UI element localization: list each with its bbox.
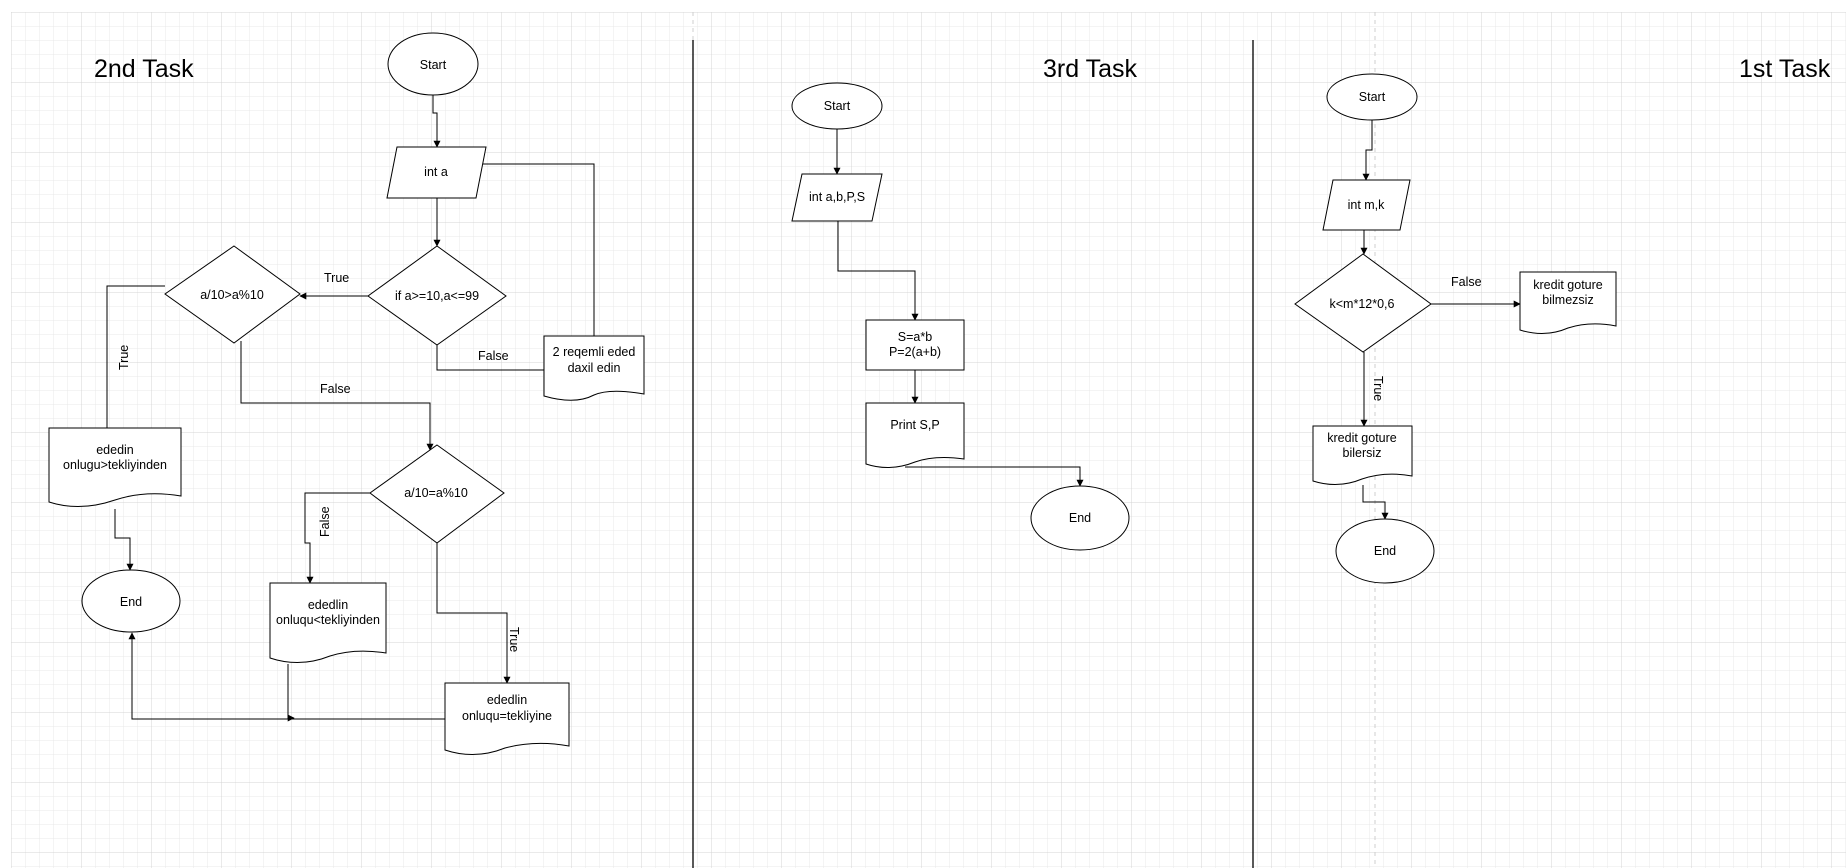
edge-input-to-process [837, 221, 919, 321]
task-1-doc-false-label-line2: bilmezsiz [1542, 293, 1593, 307]
edge-start-to-input [432, 95, 441, 148]
task-2-doc-gt-label-line1: ededin [96, 443, 134, 457]
task-2-doc-lt-label-line1: ededlin [308, 598, 348, 612]
task-3-end-node [1030, 485, 1130, 551]
task-2-doc-eq-label-line1: ededlin [487, 693, 527, 707]
task-2-edge-label-eq-false: False [318, 506, 332, 537]
task-3-end-label: End [1069, 511, 1091, 525]
task-2-doc-eq-label-line2: onluqu=tekliyine [462, 709, 552, 723]
task-2-doc-gt [48, 427, 182, 508]
task-1-end-label: End [1374, 544, 1396, 558]
task-1-start-label: Start [1359, 90, 1386, 104]
task-3-title: 3rd Task [1043, 55, 1138, 83]
task-3-input-label: int a,b,P,S [809, 190, 865, 204]
task-3-start-node [791, 82, 883, 130]
task-2-edge-label-gt-false: False [320, 382, 351, 396]
task-1-doc-true-label-line2: bilersiz [1343, 446, 1382, 460]
task-2-error-label-line2: daxil edin [568, 361, 621, 375]
task-2-doc-lt-label-line2: onluqu<tekliyinden [276, 613, 380, 627]
task-2-panel: 2nd Task Start int a if a>=10,a<=99 2 re… [48, 32, 645, 755]
edge-eq-false [304, 492, 370, 584]
edge-doc-lt-to-merge [287, 664, 295, 722]
task-1-title: 1st Task [1739, 55, 1831, 83]
task-2-start-label: Start [420, 58, 447, 72]
edge-gt-false [240, 341, 434, 451]
task-1-start-node [1326, 73, 1418, 121]
task-1-decision-label: k<m*12*0,6 [1330, 297, 1395, 311]
task-1-doc-false [1519, 271, 1617, 334]
edge-output-to-end [905, 466, 1084, 487]
task-1-decision [1294, 253, 1432, 353]
task-2-doc-gt-label-line2: onlugu>tekliyinden [63, 458, 167, 472]
task-2-edge-label-gt-true: True [117, 345, 131, 370]
task-2-error-label-line1: 2 reqemli eded [553, 345, 636, 359]
task-3-process-node [865, 319, 965, 371]
task-2-end-node [81, 569, 181, 633]
task-2-title: 2nd Task [94, 55, 194, 83]
task-1-doc-false-label-line1: kredit goture [1533, 278, 1603, 292]
task-2-range-check-decision [367, 245, 507, 346]
task-2-edge-label-range-true: True [324, 271, 349, 285]
task-1-end-node [1335, 518, 1435, 584]
task-3-process-label-line2: P=2(a+b) [889, 345, 941, 359]
edge-range-false [436, 345, 544, 371]
edge-doc-eq-to-end [128, 632, 445, 720]
task-2-input-node [386, 146, 487, 199]
task-2-input-label: int a [424, 165, 448, 179]
edge-start-to-input [1362, 120, 1373, 181]
task-1-input-label: int m,k [1348, 198, 1386, 212]
task-2-end-label: End [120, 595, 142, 609]
task-2-compare-eq-decision [369, 444, 505, 544]
task-1-doc-true [1312, 425, 1413, 485]
task-2-compare-eq-label: a/10=a%10 [404, 486, 468, 500]
task-2-doc-lt [269, 582, 387, 663]
edge-gt-true [106, 285, 165, 428]
task-1-input-node [1322, 179, 1411, 231]
task-2-start-node [387, 32, 479, 96]
task-2-error-document [543, 335, 645, 401]
task-3-process-label-line1: S=a*b [898, 330, 932, 344]
edge-eq-true [436, 543, 511, 684]
task-1-panel: 1st Task Start int m,k k<m*12*0,6 kredit… [1294, 55, 1831, 584]
edge-doc-gt-to-end [114, 509, 134, 571]
edge-retry-loop [465, 160, 595, 336]
task-2-compare-gt-decision [164, 245, 301, 344]
task-1-edge-label-true: True [1371, 376, 1385, 401]
task-3-panel: 3rd Task Start int a,b,P,S S=a*b P=2(a+b… [791, 55, 1138, 551]
task-2-edge-label-range-false: False [478, 349, 509, 363]
task-3-output-document [865, 402, 965, 468]
task-2-doc-eq [444, 682, 570, 755]
edge-doc-true-to-end [1362, 485, 1389, 520]
task-3-start-label: Start [824, 99, 851, 113]
task-1-edge-label-false: False [1451, 275, 1482, 289]
task-3-output-label: Print S,P [890, 418, 939, 432]
task-2-range-check-label: if a>=10,a<=99 [395, 289, 479, 303]
task-2-compare-gt-label: a/10>a%10 [200, 288, 264, 302]
task-1-doc-true-label-line1: kredit goture [1327, 431, 1397, 445]
task-3-input-node [791, 173, 883, 222]
task-2-edge-label-eq-true: True [507, 627, 521, 652]
